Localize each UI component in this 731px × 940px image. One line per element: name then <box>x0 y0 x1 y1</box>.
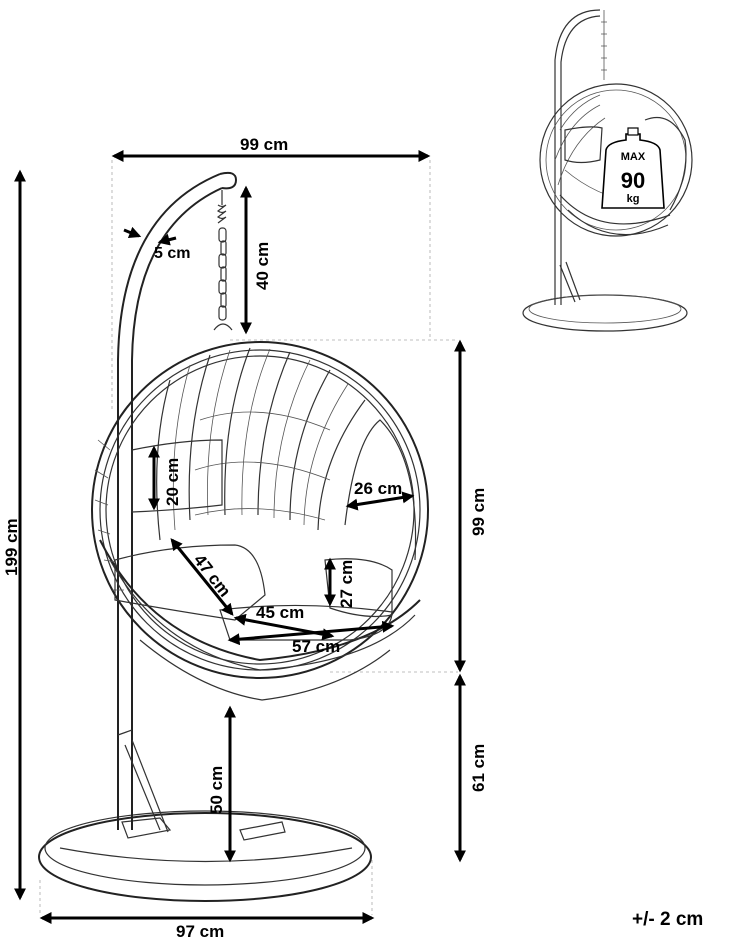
label-pillow-height: 20 cm <box>163 458 182 506</box>
label-seat-width: 57 cm <box>292 637 340 656</box>
max-weight-badge: MAX 90 kg <box>601 127 665 209</box>
main-chair-illustration <box>38 160 458 915</box>
tolerance-note: +/- 2 cm <box>632 909 703 930</box>
label-cushion-height: 27 cm <box>337 560 356 608</box>
back-pillow <box>131 439 223 513</box>
stand-pole <box>117 171 238 833</box>
label-opening-depth: 26 cm <box>354 479 402 498</box>
label-seat-diagonal: 47 cm <box>190 551 235 601</box>
label-seat-depth: 45 cm <box>256 603 304 622</box>
label-basket-height: 99 cm <box>469 488 488 536</box>
weight-label: MAX <box>621 151 646 163</box>
weight-value: 90 <box>621 168 645 193</box>
hanging-chain <box>213 190 233 331</box>
label-base-width: 97 cm <box>176 922 224 940</box>
dimension-arrows <box>13 150 466 924</box>
stand-base <box>38 810 372 902</box>
weight-icon <box>601 133 665 209</box>
label-chain-length: 40 cm <box>253 242 272 290</box>
perspective-thumbnail <box>522 9 693 332</box>
weight-unit: kg <box>627 193 640 205</box>
right-cushion <box>324 558 393 618</box>
label-seat-floor-height: 50 cm <box>207 766 226 814</box>
label-total-height: 199 cm <box>2 518 21 576</box>
guide-lines <box>39 160 458 915</box>
label-frame-tube: 5 cm <box>154 245 190 262</box>
left-cushion <box>114 544 266 621</box>
label-base-clearance: 61 cm <box>469 744 488 792</box>
label-top-width: 99 cm <box>240 135 288 154</box>
basket-chair <box>91 341 429 701</box>
